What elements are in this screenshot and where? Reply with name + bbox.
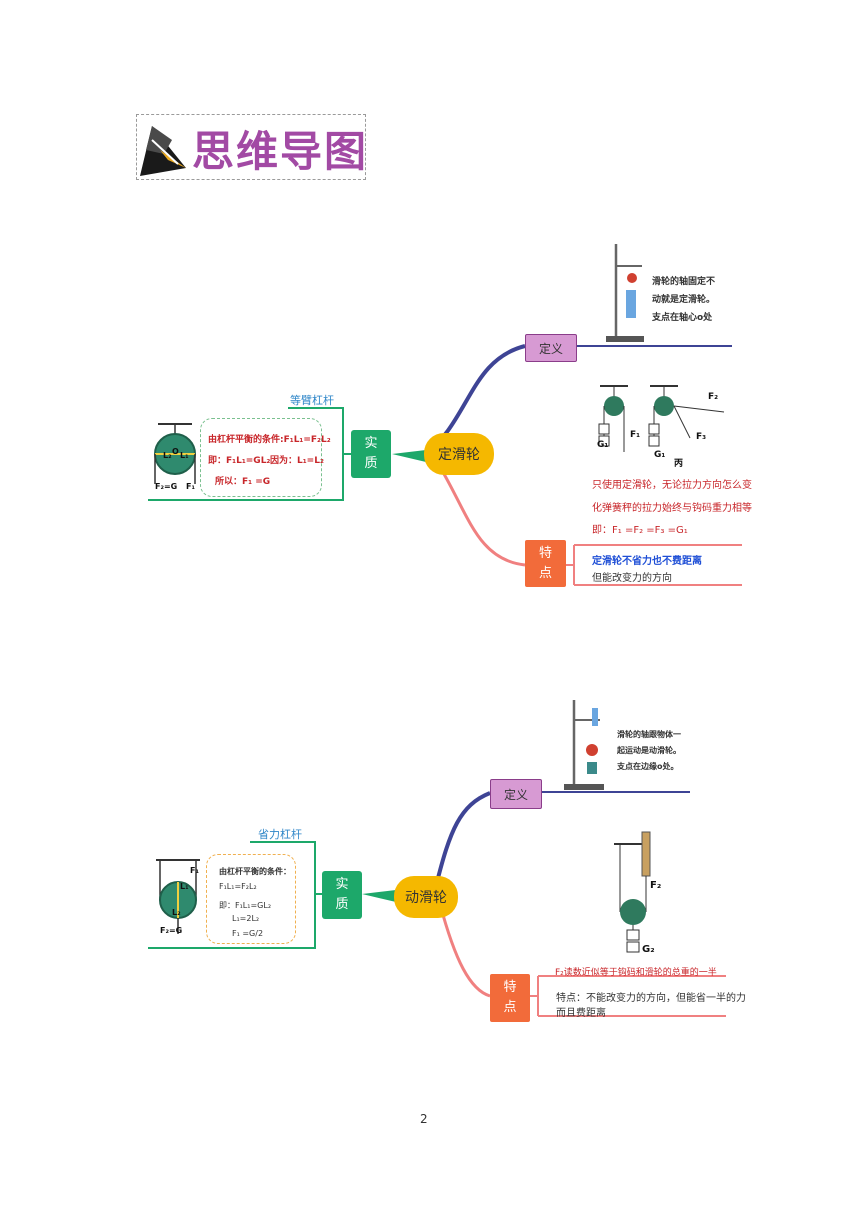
- map1-definition-node: 定义: [525, 334, 577, 362]
- map2-feature-line-2: 而且费距离: [556, 1008, 606, 1019]
- map1-label-f1: F₁: [186, 482, 195, 491]
- map1-connectors: [148, 344, 742, 586]
- map1-label-f1-fig: F₁: [630, 430, 641, 440]
- fixed-pulley-lever-figure: [154, 423, 196, 484]
- page-number: 2: [420, 1112, 428, 1126]
- map2-feature-node: 特点: [490, 974, 530, 1022]
- map2-label-f1: F₁: [190, 866, 199, 875]
- map2-feature-label: 特点: [503, 980, 517, 1015]
- map2-feature-line-1: 特点：不能改变力的方向，但能省一半的力: [556, 993, 746, 1004]
- map1-label-f3: F₃: [696, 432, 707, 442]
- map2-def-line-3: 支点在边缘o处。: [617, 762, 679, 771]
- map1-essence-node: 实质: [351, 430, 391, 478]
- map1-feature-label: 特点: [538, 545, 552, 581]
- map1-essence-box: [200, 418, 322, 497]
- map2-pulley-figure: [614, 831, 651, 953]
- map1-feature-desc-3: 即：F₁ =F₂ =F₃ =G₁: [592, 525, 688, 536]
- map1-essence-line-2: 即：F₁L₁=GL₂: [208, 456, 271, 466]
- map1-def-line-2: 动就是定滑轮。: [652, 295, 716, 305]
- map2-lever-type: 省力杠杆: [258, 828, 302, 841]
- map2-essence-line-3: 即：F₁L₁=GL₂: [219, 901, 272, 910]
- map1-label-g1b: G₁: [654, 450, 666, 460]
- movable-pulley-lever-figure: [156, 859, 200, 934]
- map1-feature-desc-1: 只使用定滑轮，无论拉力方向怎么变: [592, 480, 752, 491]
- map1-label-o: O: [172, 447, 179, 456]
- map2-essence-label: 实质: [335, 877, 349, 912]
- map2-label-l1: L₁: [180, 882, 189, 891]
- map1-pulley-figures: [598, 385, 725, 452]
- map2-label-f2g: F₂=G: [160, 926, 183, 935]
- map1-label-f2-fig: F₂: [708, 392, 719, 402]
- map2-center-node: 动滑轮: [394, 876, 458, 918]
- map2-connectors: [148, 791, 726, 1017]
- map2-def-line-1: 滑轮的轴跟物体一: [617, 730, 681, 739]
- map1-essence-line-3: 因为：L₁=L₂: [270, 456, 324, 466]
- title-box: [136, 114, 366, 180]
- map1-essence-line-1: 由杠杆平衡的条件:F₁L₁=F₂L₂: [208, 435, 331, 445]
- map2-essence-line-4: L₁=2L₂: [232, 914, 260, 923]
- map1-label-l1: L₁: [180, 451, 189, 460]
- map2-essence-line-2: F₁L₁=F₂L₂: [219, 882, 257, 891]
- page-title: 思维导图: [192, 127, 369, 176]
- map2-def-line-2: 起运动是动滑轮。: [617, 746, 681, 755]
- map1-label-g1a: G₁: [597, 440, 609, 450]
- map2-essence-node: 实质: [322, 871, 362, 919]
- map2-essence-line-1: 由杠杆平衡的条件：: [219, 867, 291, 876]
- map2-label-l2: L₂: [172, 908, 181, 917]
- map1-feature-line-1: 定滑轮不省力也不费距离: [592, 556, 702, 567]
- map1-stand-figure: [606, 244, 644, 342]
- map1-label-l2: L₂: [163, 451, 172, 460]
- map2-definition-node: 定义: [490, 779, 542, 809]
- map1-label-bing: 丙: [674, 459, 684, 469]
- map2-label-g2: G₂: [642, 944, 655, 955]
- map2-essence-line-5: F₁ =G/2: [232, 929, 264, 938]
- map1-label-f2g: F₂=G: [155, 482, 178, 491]
- map1-feature-line-2: 但能改变力的方向: [592, 573, 672, 584]
- map1-essence-line-4: 所以：F₁ =G: [215, 477, 271, 487]
- map1-center-node: 定滑轮: [424, 433, 494, 475]
- map2-label-f2: F₂: [650, 880, 662, 891]
- map2-feature-top: F₂读数近似等于钩码和滑轮的总重的一半: [555, 968, 717, 978]
- map1-feature-node: 特点: [525, 540, 566, 587]
- pen-nib-icon: [138, 120, 192, 178]
- map2-essence-box: [206, 854, 296, 944]
- map1-def-line-1: 滑轮的轴固定不: [652, 277, 716, 287]
- map1-def-line-3: 支点在轴心o处: [652, 313, 713, 323]
- map2-stand-figure: [564, 700, 604, 790]
- map1-essence-label: 实质: [364, 436, 378, 471]
- map1-feature-desc-2: 化弹簧秤的拉力始终与钩码重力相等: [592, 503, 752, 514]
- map1-lever-type: 等臂杠杆: [290, 394, 334, 407]
